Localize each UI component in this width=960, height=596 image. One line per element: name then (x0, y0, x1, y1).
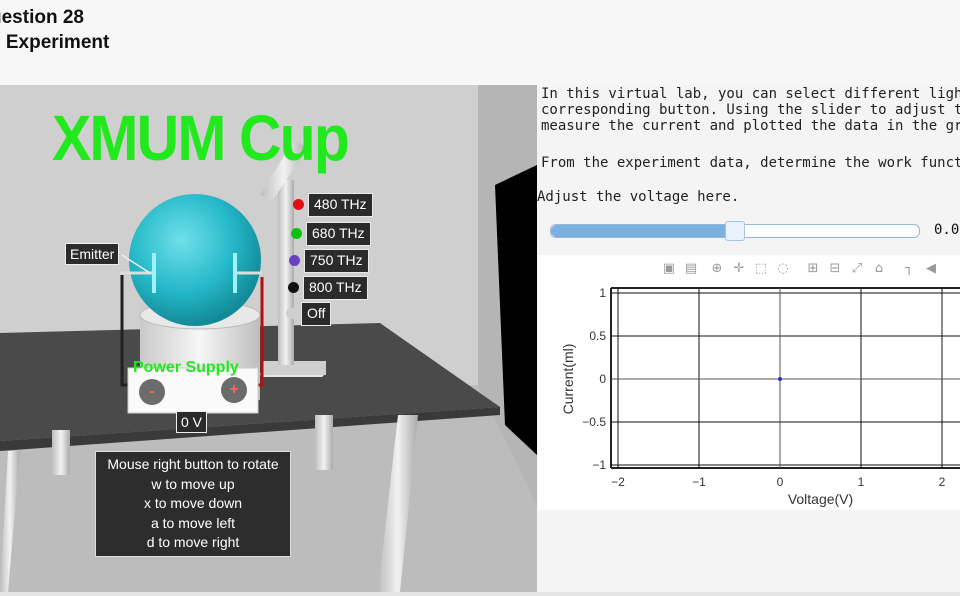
question-text: From the experiment data, determine the … (541, 155, 960, 171)
instruction-line: d to move right (146, 534, 240, 551)
instruction-line: w to move up (151, 475, 235, 492)
zoom-out-icon[interactable]: ⊟ (829, 261, 841, 276)
red-light-knob-icon[interactable] (293, 199, 304, 210)
controls-instructions: Mouse right button to rotate w to move u… (95, 451, 291, 557)
adjust-voltage-label: Adjust the voltage here. (537, 189, 740, 205)
freq-button-680[interactable]: 680 THz (306, 222, 371, 246)
minus-terminal-button[interactable]: - (139, 379, 165, 405)
black-light-knob-icon[interactable] (288, 282, 299, 293)
emitter-label: Emitter (65, 243, 120, 265)
zoom-icon[interactable]: ⊕ (711, 261, 723, 276)
box-select-icon[interactable]: ⬚ (754, 261, 768, 276)
freq-button-off[interactable]: Off (301, 302, 332, 326)
question-title: uestion 28 (0, 7, 84, 28)
pan-icon[interactable]: ✛ (733, 261, 745, 276)
power-supply-label: Power Supply (133, 359, 239, 376)
lab-3d-viewport[interactable]: XMUM Cup 480 THz 680 THz 750 THz 800 THz… (0, 85, 537, 592)
question-subtitle: c Experiment (0, 32, 110, 53)
description-line: corresponding button. Using the slider t… (541, 102, 960, 118)
voltage-display: 0 V (176, 411, 208, 433)
freq-button-750[interactable]: 750 THz (304, 249, 369, 273)
autoscale-icon[interactable]: ⤢ (851, 261, 863, 276)
freq-button-800[interactable]: 800 THz (303, 276, 368, 300)
instruction-line: a to move left (150, 514, 236, 531)
description-line: measure the current and plotted the data… (541, 118, 960, 134)
lab-description: In this virtual lab, you can select diff… (541, 86, 960, 134)
off-knob-icon[interactable] (286, 308, 297, 319)
green-light-knob-icon[interactable] (291, 228, 302, 239)
spike-lines-icon[interactable]: ┐ (905, 261, 913, 276)
zoom-in-icon[interactable]: ⊞ (807, 261, 819, 276)
violet-light-knob-icon[interactable] (289, 255, 300, 266)
lasso-icon[interactable]: ◌ (777, 261, 789, 276)
question-header: uestion 28 c Experiment (0, 0, 960, 85)
voltage-slider[interactable] (550, 221, 920, 241)
xmum-cup-logo: XMUM Cup (52, 102, 350, 174)
plot-area (538, 255, 960, 510)
instruction-line: Mouse right button to rotate (107, 456, 279, 472)
description-line: In this virtual lab, you can select diff… (541, 86, 960, 102)
camera-icon[interactable]: ▣ (662, 261, 676, 276)
freq-button-480[interactable]: 480 THz (308, 193, 373, 217)
hover-icon[interactable]: ◀ (926, 261, 936, 276)
save-icon[interactable]: ▤ (684, 261, 698, 276)
slider-fill (551, 225, 735, 237)
bottom-strip (0, 592, 960, 596)
instruction-line: x to move down (143, 495, 243, 512)
reset-axes-icon[interactable]: ⌂ (874, 261, 884, 276)
plus-terminal-button[interactable]: + (221, 377, 247, 403)
slider-value: 0.0 (934, 222, 960, 238)
slider-thumb[interactable] (725, 221, 745, 241)
